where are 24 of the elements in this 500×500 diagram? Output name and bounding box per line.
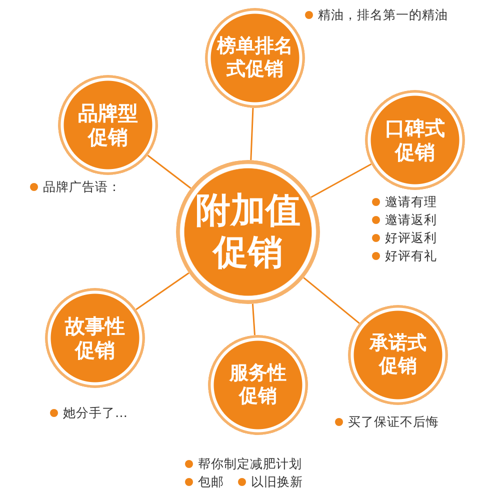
circle-label: 故事性促销 [64,314,126,362]
circle-label: 榜单排名式促销 [216,35,294,81]
circle-label: 附加值促销 [194,190,302,274]
connector-line [310,163,372,198]
bullet-item: 好评有礼 [372,247,437,265]
bullet-item: 好评返利 [372,229,437,247]
bullet-item: 包邮 [185,473,224,491]
circle-label: 承诺式促销 [368,332,428,378]
bullet-item: 买了保证不后悔 [335,413,439,431]
bullet-item: 品牌广告语： [30,178,121,196]
bullet-item: 以旧换新 [238,473,303,491]
connector-line [136,272,190,310]
connector-line [147,154,192,189]
bullet-item: 邀请有理 [372,193,437,211]
circle-label: 服务性促销 [228,362,288,408]
connector-line [252,304,256,336]
bullet-item: 她分手了… [50,404,128,422]
connector-line [250,108,254,160]
circle-label: 口碑式促销 [384,116,446,164]
circle-label: 品牌型促销 [77,101,139,149]
connector-line [303,277,360,324]
bullet-item: 帮你制定减肥计划 [185,455,302,473]
bullet-item: 邀请返利 [372,211,437,229]
bullet-item: 精油，排名第一的精油 [305,6,495,24]
